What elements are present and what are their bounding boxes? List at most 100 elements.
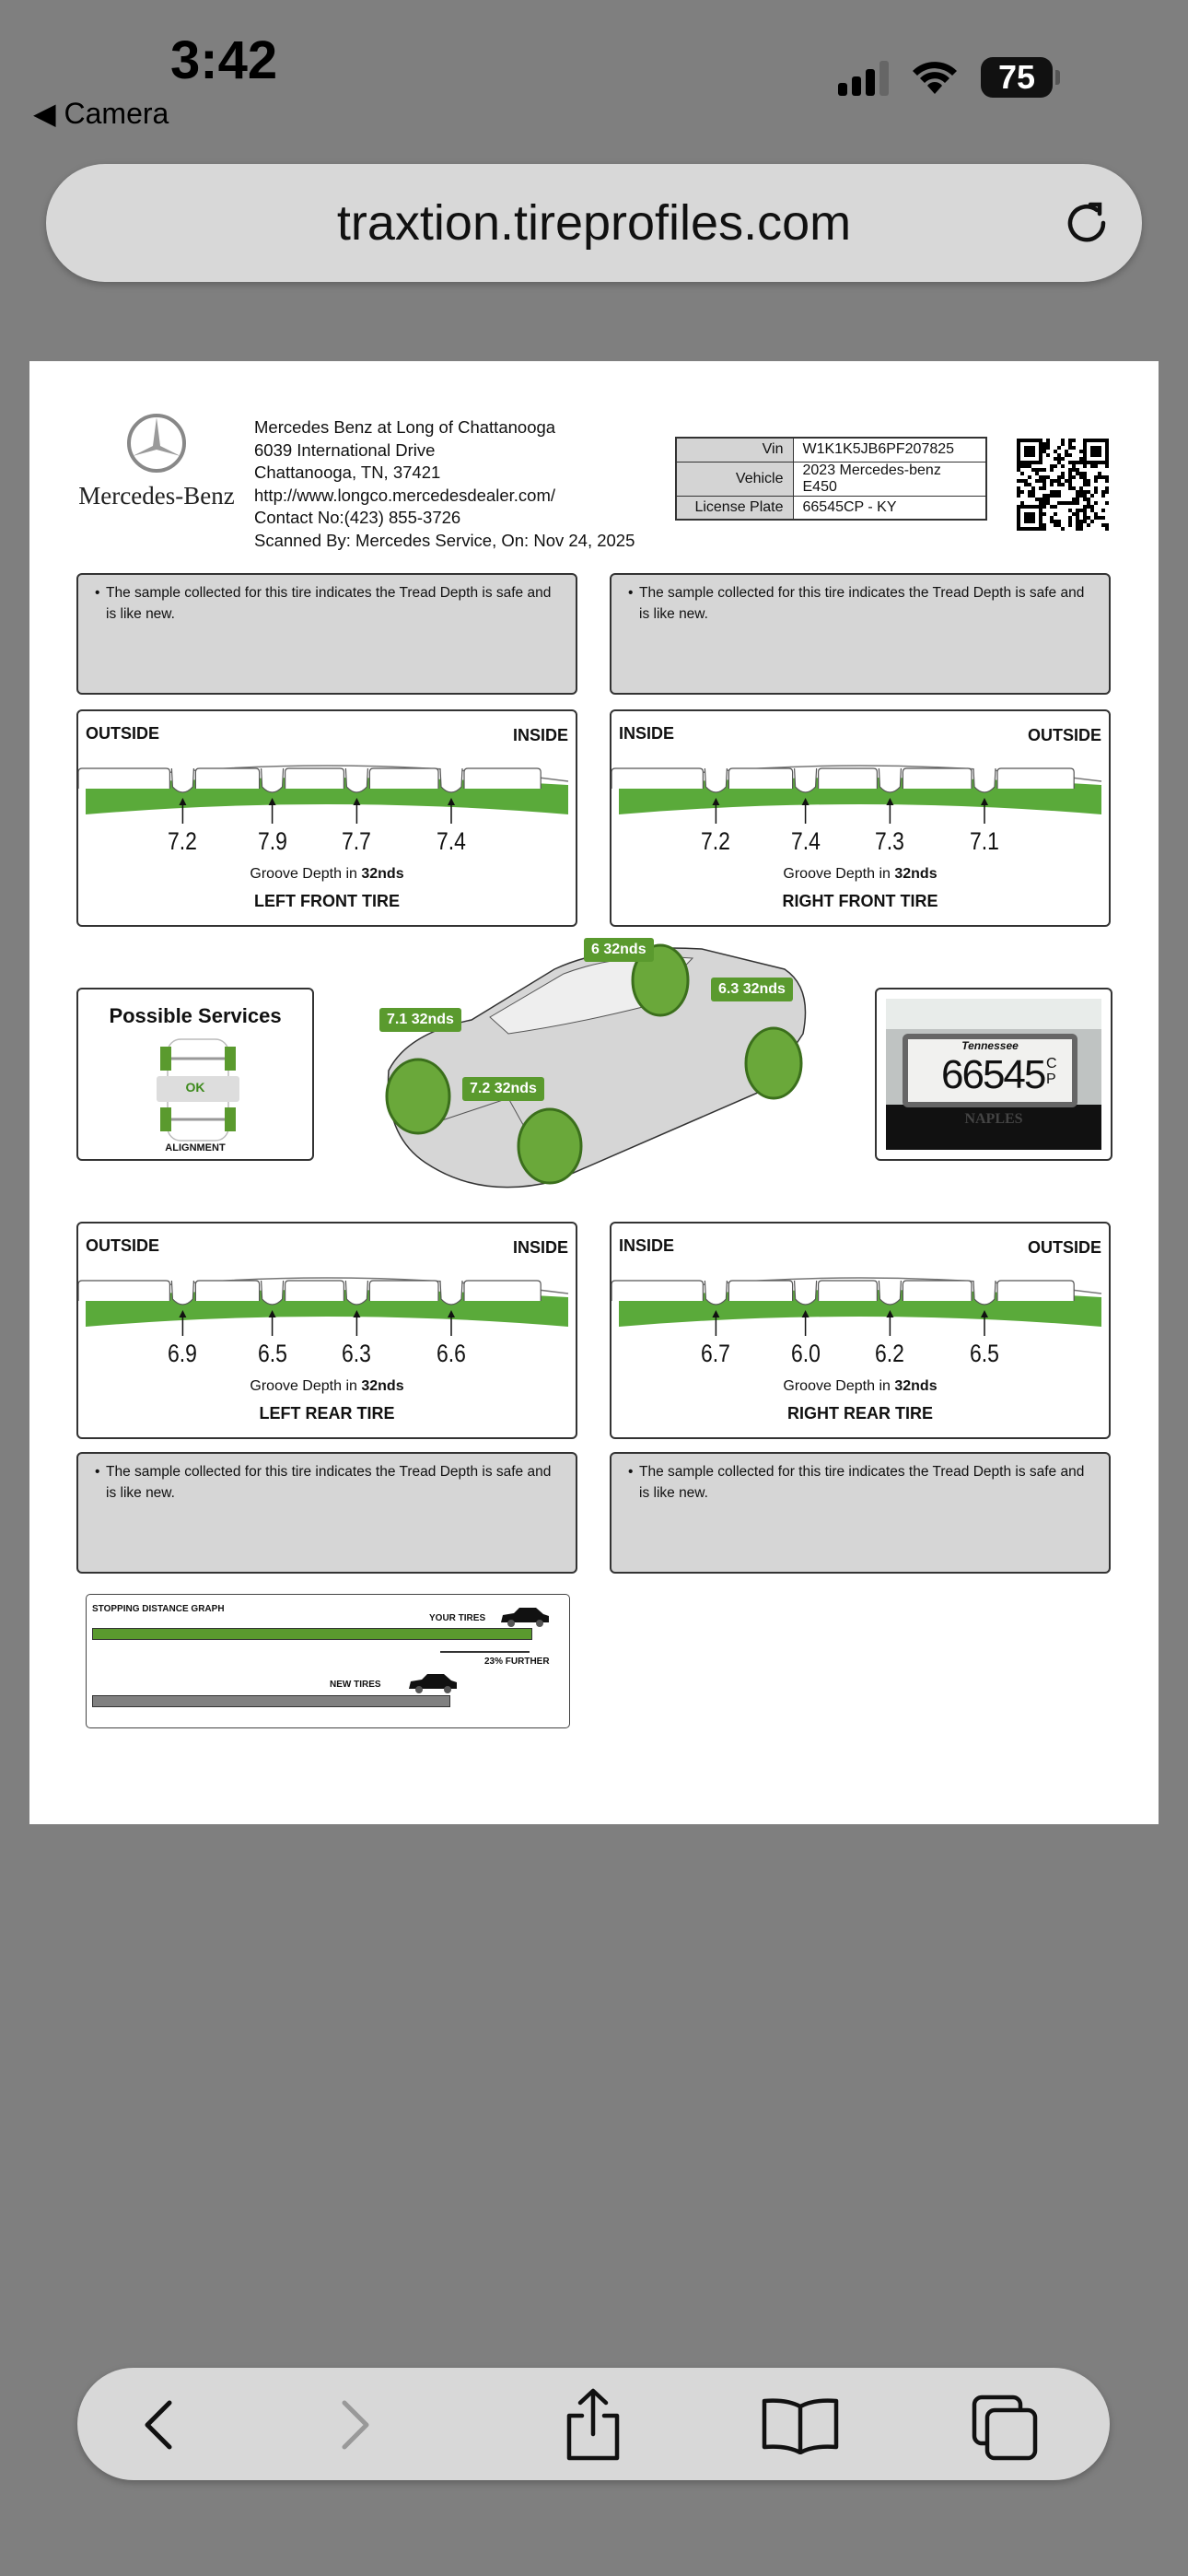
- tread-rib: [463, 767, 542, 789]
- share-icon[interactable]: [558, 2388, 628, 2462]
- side-label-right: OUTSIDE: [1027, 726, 1101, 744]
- groove-label: Groove Depth in: [250, 866, 357, 882]
- arrow-head: [353, 1310, 361, 1317]
- groove: [439, 1280, 463, 1306]
- car-illustration: [385, 943, 807, 1188]
- dealer-name: Mercedes Benz at Long of Chattanooga: [254, 417, 556, 437]
- back-to-camera-link[interactable]: ◀ Camera: [33, 97, 169, 130]
- groove-depth-value: 6.6: [437, 1340, 466, 1367]
- brand-name: Mercedes-Benz: [78, 482, 235, 509]
- signal-icon: [838, 59, 889, 96]
- groove-depth-caption: Groove Depth in 32nds: [611, 1378, 1109, 1395]
- tire-title: RIGHT FRONT TIRE: [782, 892, 938, 910]
- side-label-right: OUTSIDE: [1027, 1238, 1101, 1257]
- tread-rib: [996, 767, 1075, 789]
- license-plate-photo[interactable]: Tennessee 66545 CP NAPLES: [875, 988, 1112, 1161]
- tire-report-page: Mercedes-Benz Mercedes Benz at Long of C…: [29, 361, 1159, 1824]
- groove-depth-value: 7.4: [437, 827, 466, 855]
- tread-profile: [78, 765, 569, 824]
- tread-rib: [194, 767, 261, 789]
- tabs-icon[interactable]: [971, 2394, 1041, 2464]
- mercedes-star-icon: [127, 414, 186, 473]
- scan-info: Scanned By: Mercedes Service, On: Nov 24…: [254, 530, 635, 550]
- groove: [439, 767, 463, 793]
- dealer-city: Chattanooga, TN, 37421: [254, 463, 441, 482]
- groove-unit: 32nds: [361, 1378, 404, 1394]
- groove: [170, 1280, 194, 1306]
- tread-rib: [611, 767, 704, 789]
- groove-depth-value: 6.0: [790, 1340, 821, 1367]
- groove-depth-value: 6.9: [168, 1340, 198, 1367]
- side-label-left: OUTSIDE: [86, 724, 160, 743]
- further-range: [440, 1651, 530, 1653]
- tread-rib: [78, 767, 170, 789]
- groove-depth-value: 6.5: [970, 1340, 999, 1367]
- arrow-head: [179, 1310, 187, 1317]
- tag-right-front: 6 32nds: [584, 938, 654, 962]
- groove-depth-caption: Groove Depth in 32nds: [611, 866, 1109, 883]
- tread-rib: [78, 1280, 170, 1301]
- groove-label: Groove Depth in: [250, 1378, 357, 1394]
- groove-depth-value: 6.3: [342, 1340, 372, 1367]
- dealer-phone: Contact No:(423) 855-3726: [254, 508, 461, 527]
- groove: [170, 767, 194, 793]
- groove: [344, 1280, 368, 1306]
- groove-depth-value: 7.7: [342, 827, 372, 855]
- tread-rib: [368, 1280, 439, 1301]
- your-tires-bar: [92, 1628, 532, 1640]
- groove: [261, 1280, 285, 1306]
- groove-unit: 32nds: [894, 866, 938, 882]
- arrow-head: [353, 798, 361, 805]
- groove-depth-value: 6.7: [701, 1340, 731, 1367]
- wheel-left-front: [385, 1058, 451, 1135]
- alignment-car-icon: [157, 1038, 239, 1142]
- vin-value: W1K1K5JB6PF207825: [792, 437, 987, 463]
- back-icon[interactable]: [133, 2395, 188, 2454]
- arrow-head: [886, 1310, 894, 1317]
- arrow-head: [268, 798, 276, 805]
- arrow-head: [981, 798, 988, 805]
- tread-rib: [194, 1280, 261, 1301]
- plate-label: License Plate: [675, 495, 794, 521]
- wifi-icon: [913, 62, 957, 94]
- battery-indicator: 75: [981, 57, 1060, 98]
- tag-left-rear: 7.2 32nds: [462, 1077, 544, 1101]
- groove: [794, 1280, 818, 1306]
- tread-rib: [368, 767, 439, 789]
- plate-value: 66545CP - KY: [792, 495, 987, 521]
- plate-number: 66545: [941, 1052, 1046, 1097]
- groove: [704, 767, 728, 793]
- tread-rib: [285, 767, 344, 789]
- note-front-left: The sample collected for this tire indic…: [76, 573, 577, 695]
- forward-icon[interactable]: [326, 2395, 381, 2454]
- reload-icon[interactable]: [1057, 193, 1116, 252]
- tread-rib: [902, 1280, 973, 1301]
- bookmarks-icon[interactable]: [759, 2395, 842, 2454]
- groove-label: Groove Depth in: [783, 866, 891, 882]
- your-tires-label: YOUR TIRES: [429, 1613, 486, 1623]
- arrow-head: [179, 798, 187, 805]
- tread-rib: [728, 767, 794, 789]
- address-bar[interactable]: traxtion.tireprofiles.com: [46, 164, 1142, 282]
- groove-unit: 32nds: [894, 1378, 938, 1394]
- qr-code: [1017, 439, 1109, 531]
- groove: [794, 767, 818, 793]
- groove-depth-value: 6.5: [257, 1340, 287, 1367]
- groove-depth-value: 6.2: [875, 1340, 905, 1367]
- service-alignment[interactable]: ALIGNMENT: [165, 1142, 226, 1153]
- alignment-status: OK: [185, 1080, 205, 1095]
- tire-title: LEFT FRONT TIRE: [254, 892, 400, 910]
- vin-label: Vin: [675, 437, 794, 463]
- tread-rib: [463, 1280, 542, 1301]
- new-tires-bar: [92, 1695, 450, 1707]
- dealer-website[interactable]: http://www.longco.mercedesdealer.com/: [254, 485, 555, 505]
- arrow-head: [712, 1310, 720, 1317]
- stopping-distance-graph: STOPPING DISTANCE GRAPH YOUR TIRES 23% F…: [86, 1594, 570, 1728]
- groove: [878, 767, 902, 793]
